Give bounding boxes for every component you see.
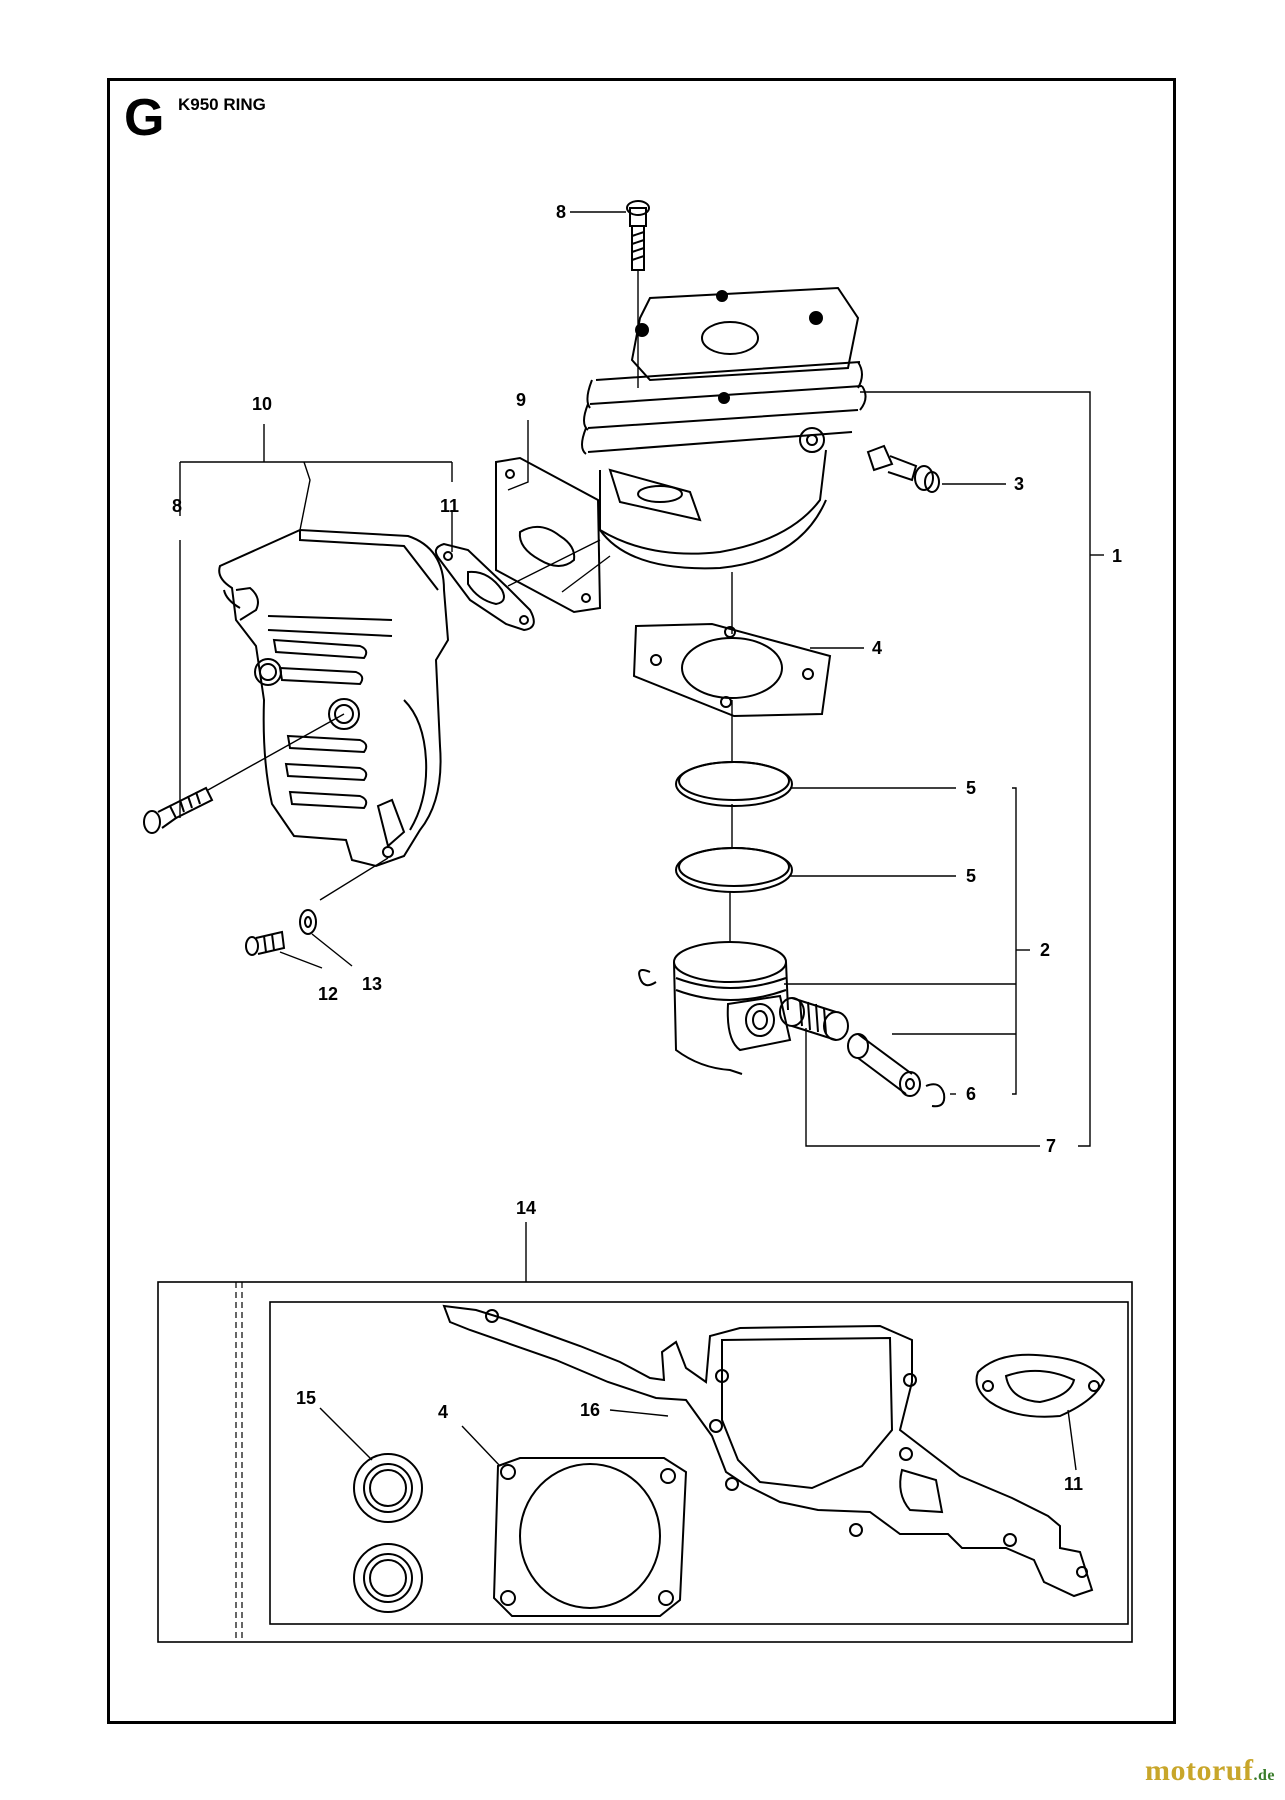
- callout-8-muffler-bolt: 8: [172, 496, 182, 516]
- callout-3: 3: [1014, 474, 1024, 494]
- callout-7: 7: [1046, 1136, 1056, 1156]
- decompression-valve: [866, 444, 940, 493]
- circlip-left: [638, 969, 657, 987]
- circlip-right: [925, 1083, 946, 1108]
- gasket-kit: [157, 1222, 1133, 1643]
- diagram-frame: [107, 78, 1176, 1724]
- callout-8-bolt: 8: [556, 202, 566, 222]
- callout-14: 14: [516, 1198, 536, 1218]
- callout-10: 10: [252, 394, 272, 414]
- section-letter: G: [124, 89, 165, 147]
- callout-11-kit: 11: [1064, 1474, 1083, 1494]
- muffler-gasket: [495, 456, 602, 614]
- screw-and-washer: [245, 909, 317, 956]
- needle-bearing: [779, 997, 849, 1041]
- crankshaft-seal-lower: [353, 1543, 423, 1613]
- watermark-suffix: .de: [1253, 1767, 1275, 1784]
- watermark-logo: motoruf.de: [1145, 1754, 1275, 1788]
- piston-ring-upper: [675, 761, 793, 807]
- callout-16: 16: [580, 1400, 600, 1420]
- exhaust-flange-gasket: [434, 542, 535, 632]
- leader-lines: [179, 211, 1104, 1147]
- callout-9: 9: [516, 390, 526, 410]
- callout-4-kit: 4: [438, 1402, 448, 1422]
- callout-5-lower: 5: [966, 866, 976, 886]
- muffler-bolt: [143, 786, 214, 834]
- callout-15: 15: [296, 1388, 316, 1408]
- callout-11-gasket: 11: [440, 496, 459, 516]
- callout-12: 12: [318, 984, 338, 1004]
- kit-cylinder-gasket: [461, 1425, 688, 1617]
- callout-4-cylinder-gasket: 4: [872, 638, 882, 658]
- model-title: K950 RING: [178, 95, 266, 114]
- callout-1: 1: [1112, 546, 1122, 566]
- callout-2: 2: [1040, 940, 1050, 960]
- crankcase-gasket: [442, 1304, 1094, 1598]
- cylinder-bolt: [626, 200, 650, 271]
- piston: [673, 941, 792, 1075]
- piston-pin: [847, 1033, 921, 1097]
- crankshaft-seal-upper: [353, 1453, 423, 1523]
- cylinder: [581, 286, 867, 570]
- callout-5-upper: 5: [966, 778, 976, 798]
- piston-ring-lower: [675, 847, 793, 893]
- callout-6: 6: [966, 1084, 976, 1104]
- cylinder-base-gasket: [632, 622, 832, 718]
- watermark-main: motoruf: [1145, 1754, 1254, 1787]
- muffler: [218, 528, 450, 868]
- callout-13: 13: [362, 974, 382, 994]
- kit-exhaust-gasket: [975, 1353, 1106, 1471]
